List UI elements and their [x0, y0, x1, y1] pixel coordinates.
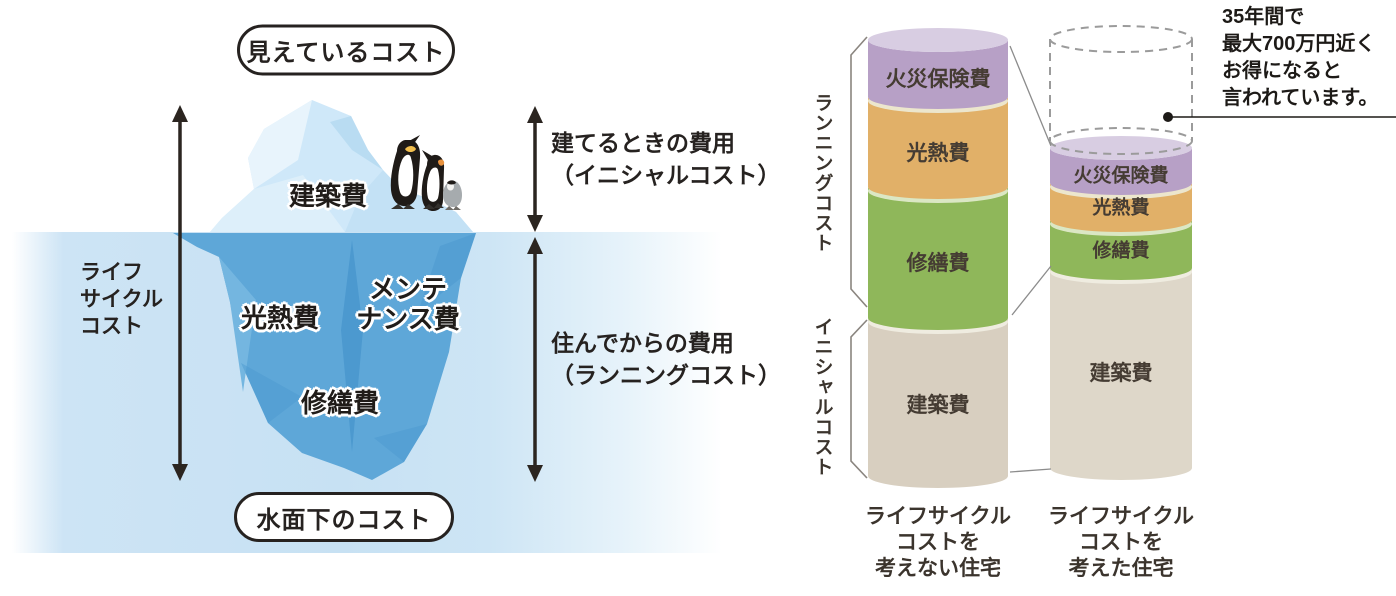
caption-line: コストを	[895, 531, 980, 554]
lifecycle-line: ライフ	[80, 261, 143, 284]
penguins-illustration	[390, 135, 462, 211]
column-with-lifecycle-cost	[1049, 127, 1193, 480]
caption-line: ライフサイクル	[865, 505, 1011, 528]
annotation-line: お得になると	[1222, 60, 1342, 82]
iceberg-label-maintenance: メンテ ナンス費	[356, 274, 459, 334]
leader-dot	[1163, 112, 1173, 122]
iceberg-label-repair: 修繕費	[300, 388, 380, 418]
initial-cost-bracket	[850, 319, 868, 479]
running-cost-bracket-label: ランニングコスト	[811, 93, 833, 253]
initial-cost-line: （イニシャルコスト）	[551, 162, 781, 188]
segment-construction-right	[1050, 268, 1192, 480]
iceberg-facet	[330, 116, 383, 170]
cylinder-top	[1050, 136, 1192, 160]
iceberg-facet	[374, 424, 427, 462]
penguin-beak	[409, 135, 420, 145]
comparison-connector-lines	[1009, 45, 1052, 473]
iceberg-label-construction: 建築費	[288, 181, 368, 211]
visible-cost-pill: 見えているコスト	[237, 24, 455, 76]
running-cost-line: 住んでからの費用	[551, 330, 734, 356]
lifecycle-arrow	[172, 105, 188, 481]
maintenance-line: メンテ	[368, 274, 448, 304]
caption-line: 考えない住宅	[874, 557, 1001, 580]
saved-cost-ghost-cylinder	[1049, 25, 1193, 141]
penguin-chick-cap	[447, 180, 456, 185]
annotation-line: 35年間で	[1222, 6, 1305, 28]
cost-group-brackets	[850, 36, 868, 479]
segment-fire-insurance-left	[868, 40, 1008, 109]
annotation-line: 言われています。	[1222, 87, 1379, 109]
maintenance-line: ナンス費	[356, 304, 460, 334]
penguin-neck-patch	[405, 146, 416, 152]
iceberg-facet	[210, 175, 345, 232]
underwater-cost-pill: 水面下のコスト	[234, 492, 454, 542]
segment-utilities-left	[868, 97, 1008, 199]
initial-cost-bracket-label: イニシャルコスト	[811, 317, 833, 477]
caption-no-lifecycle: ライフサイクル コストを 考えない住宅	[865, 504, 1011, 582]
penguin2-beak	[422, 150, 432, 162]
running-cost-bracket	[850, 36, 868, 308]
iceberg-facet	[241, 363, 302, 423]
penguin-belly	[398, 154, 414, 197]
segment-label-repair-left: 修繕費	[906, 252, 970, 275]
savings-annotation: 35年間で 最大700万円近く お得になると 言われています。	[1222, 4, 1378, 112]
iceberg-facet	[248, 100, 312, 189]
penguin-chick-feet	[445, 206, 461, 210]
caption-line: ライフサイクル	[1048, 505, 1194, 528]
segment-label-fire-insurance-left: 火災保険費	[885, 68, 991, 91]
ghost-bottom-dashed	[1049, 127, 1193, 155]
caption-line: コストを	[1078, 531, 1163, 554]
annotation-leader	[1163, 112, 1396, 122]
segment-label-utilities-right: 光熱費	[1092, 197, 1150, 219]
iceberg-underwater	[173, 233, 476, 480]
caption-with-lifecycle: ライフサイクル コストを 考えた住宅	[1048, 504, 1194, 582]
running-cost-arrow	[527, 237, 543, 482]
iceberg-above-water	[210, 100, 473, 232]
initial-cost-label: 建てるときの費用 （イニシャルコスト）	[551, 127, 781, 191]
running-cost-line: （ランニングコスト）	[551, 362, 781, 388]
lifecycle-cost-label: ライフ サイクル コスト	[80, 259, 163, 340]
column-no-lifecycle-cost	[868, 28, 1008, 488]
iceberg-label-utilities: 光熱費	[240, 303, 320, 333]
initial-cost-arrow	[527, 106, 543, 232]
segment-label-construction-left: 建築費	[906, 394, 970, 417]
initial-cost-line: 建てるときの費用	[551, 130, 735, 156]
iceberg-facet	[341, 240, 363, 452]
segment-fire-insurance-right	[1050, 148, 1192, 195]
caption-line: 考えた住宅	[1068, 557, 1174, 580]
penguin2-feet	[423, 203, 444, 209]
lifecycle-line: サイクル	[80, 288, 163, 311]
segment-repair-left	[868, 187, 1008, 330]
iceberg-facet	[219, 257, 256, 392]
annotation-line: 最大700万円近く	[1222, 33, 1376, 55]
segment-label-repair-right: 修繕費	[1092, 240, 1150, 262]
iceberg-facet	[418, 233, 476, 312]
cylinder-top	[868, 28, 1008, 52]
segment-label-utilities-left: 光熱費	[906, 142, 970, 165]
segment-label-construction-right: 建築費	[1089, 362, 1153, 385]
iceberg-underwater-body	[173, 233, 476, 480]
penguin-feet	[391, 204, 415, 209]
penguin2-nape-patch	[438, 159, 445, 166]
running-cost-label: 住んでからの費用 （ランニングコスト）	[551, 327, 781, 391]
penguin2-belly	[426, 167, 440, 202]
segment-repair-right	[1050, 220, 1192, 280]
lifecycle-line: コスト	[80, 315, 143, 338]
segment-construction-left	[868, 318, 1008, 488]
penguin-chick-face	[447, 182, 454, 191]
segment-label-fire-insurance-right: 火災保険費	[1073, 165, 1169, 187]
